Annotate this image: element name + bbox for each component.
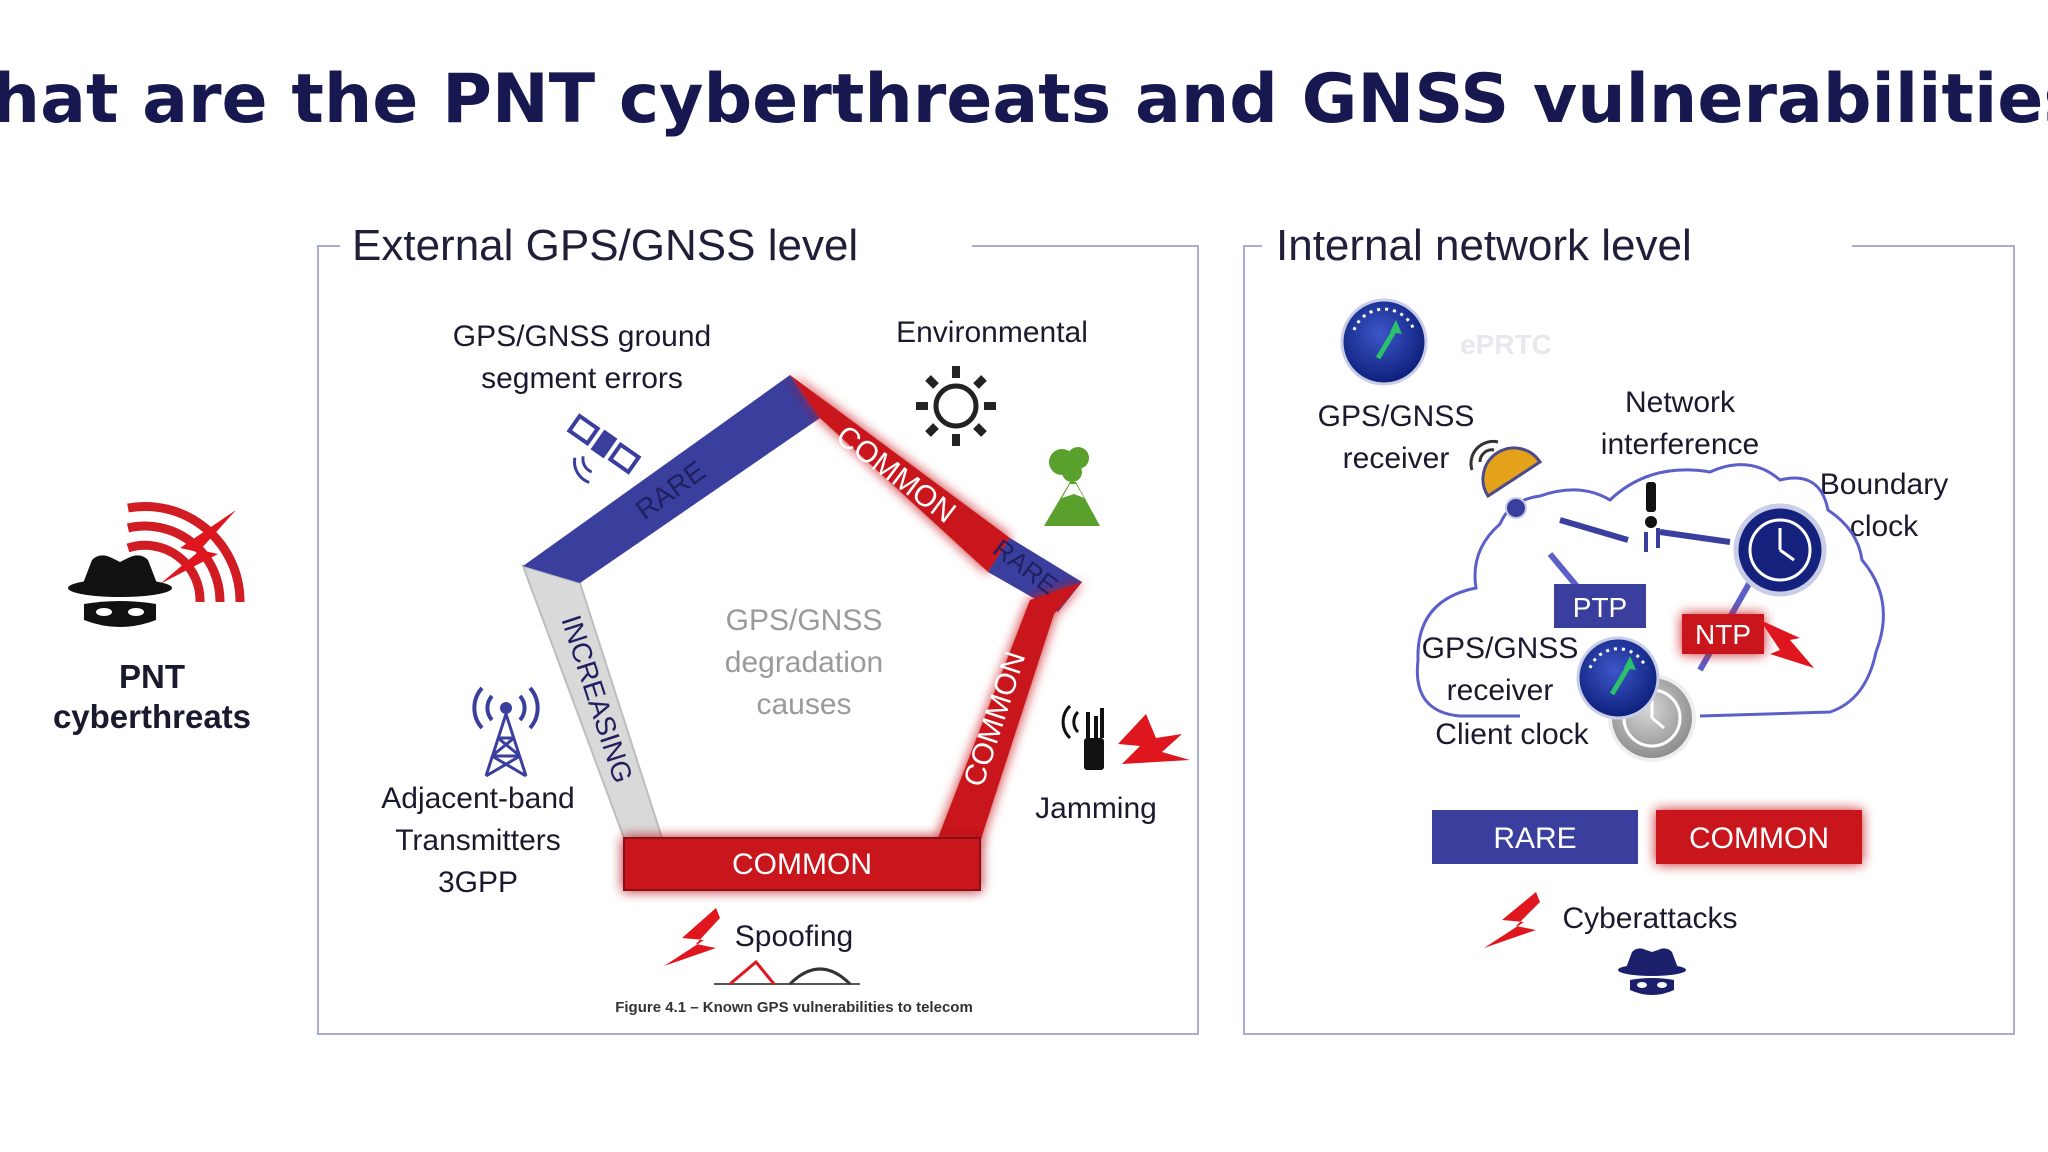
eprtc-label: ePRTC (1460, 329, 1552, 360)
external-panel-frame (317, 245, 1199, 1035)
external-panel: External GPS/GNSS level RARE COMMON RARE… (317, 221, 1199, 1035)
band-common-bottom-label: COMMON (732, 848, 872, 881)
pnt-label-line2: cyberthreats (53, 698, 251, 735)
band-common-bottom (623, 837, 981, 891)
center-text-line1: GPS/GNSS (726, 604, 883, 637)
page-title: What are the PNT cyberthreats and GNSS v… (0, 60, 2048, 139)
figure-caption: Figure 4.1 – Known GPS vulnerabilities t… (615, 999, 973, 1016)
environmental-label: Environmental (896, 316, 1088, 349)
lightning-icon (1760, 620, 1814, 668)
legend-common-label: COMMON (1689, 822, 1829, 855)
ntp-label: NTP (1695, 619, 1751, 650)
internal-panel: Internal network level ePRTC GPS/GNSS re… (1243, 221, 2015, 1035)
client-clock-label: Client clock (1435, 718, 1589, 751)
boundary-clock-icon (1733, 503, 1827, 597)
network-interference-line1: Network (1625, 386, 1736, 419)
warning-icon (1645, 482, 1657, 528)
pnt-cyberthreats-figure: PNT cyberthreats (53, 501, 251, 735)
link-line (1659, 529, 1731, 545)
spoofing-signal-icon (714, 959, 860, 986)
internal-panel-frame (1243, 245, 2015, 1035)
legend-rare-label: RARE (1493, 822, 1576, 855)
ntp-badge (1682, 614, 1764, 654)
network-cloud-outline (1415, 463, 1885, 718)
boundary-clock-line1: Boundary (1820, 468, 1948, 501)
spoofing-label: Spoofing (735, 920, 853, 953)
adjacent-line1: Adjacent-band (381, 782, 574, 815)
hacker-icon (68, 501, 245, 627)
lightning-icon (1484, 892, 1540, 948)
band-common-top (790, 375, 1010, 572)
pnt-label-line1: PNT (119, 658, 185, 695)
client-receiver-line1: GPS/GNSS (1422, 632, 1579, 665)
center-text-line2: degradation (725, 646, 883, 679)
legend-common (1656, 810, 1862, 864)
antenna-tower-icon (472, 686, 540, 778)
band-rare-top (523, 375, 820, 583)
band-common-right (938, 582, 1082, 842)
pentagon-diagram: RARE COMMON RARE COMMON COMMON INCREASIN… (521, 375, 1082, 891)
client-receiver-line2: receiver (1447, 674, 1554, 707)
adjacent-line3: 3GPP (438, 866, 518, 899)
client-receiver-dial-icon (1576, 636, 1660, 720)
lightning-icon (1118, 714, 1190, 764)
ground-segment-line2: segment errors (481, 362, 683, 395)
lightning-icon (664, 908, 720, 966)
satellite-icon (566, 413, 642, 484)
boundary-clock-line2: clock (1850, 510, 1919, 543)
ptp-label: PTP (1573, 592, 1627, 623)
gnss-receiver-line1: GPS/GNSS (1318, 400, 1475, 433)
external-panel-title: External GPS/GNSS level (352, 221, 858, 270)
band-common-right-label: COMMON (958, 647, 1033, 790)
cyberattacks-label: Cyberattacks (1562, 902, 1737, 935)
ground-segment-line1: GPS/GNSS ground (453, 320, 711, 353)
adjacent-line2: Transmitters (395, 824, 561, 857)
jamming-label: Jamming (1035, 792, 1157, 825)
hacker-icon (1618, 948, 1686, 995)
jammer-icon (1061, 704, 1104, 770)
eprtc-dial-icon (1340, 298, 1428, 386)
internal-panel-title: Internal network level (1276, 221, 1692, 270)
link-line (1559, 517, 1629, 543)
volcano-icon (1044, 447, 1100, 526)
band-common-top-label: COMMON (830, 419, 962, 530)
legend-rare (1432, 810, 1638, 864)
center-text-line3: causes (756, 688, 851, 721)
gnss-receiver-line2: receiver (1343, 442, 1450, 475)
satellite-dish-icon (1469, 439, 1543, 519)
sun-icon (916, 366, 996, 446)
network-interference-line2: interference (1601, 428, 1759, 461)
ptp-badge (1554, 584, 1646, 628)
